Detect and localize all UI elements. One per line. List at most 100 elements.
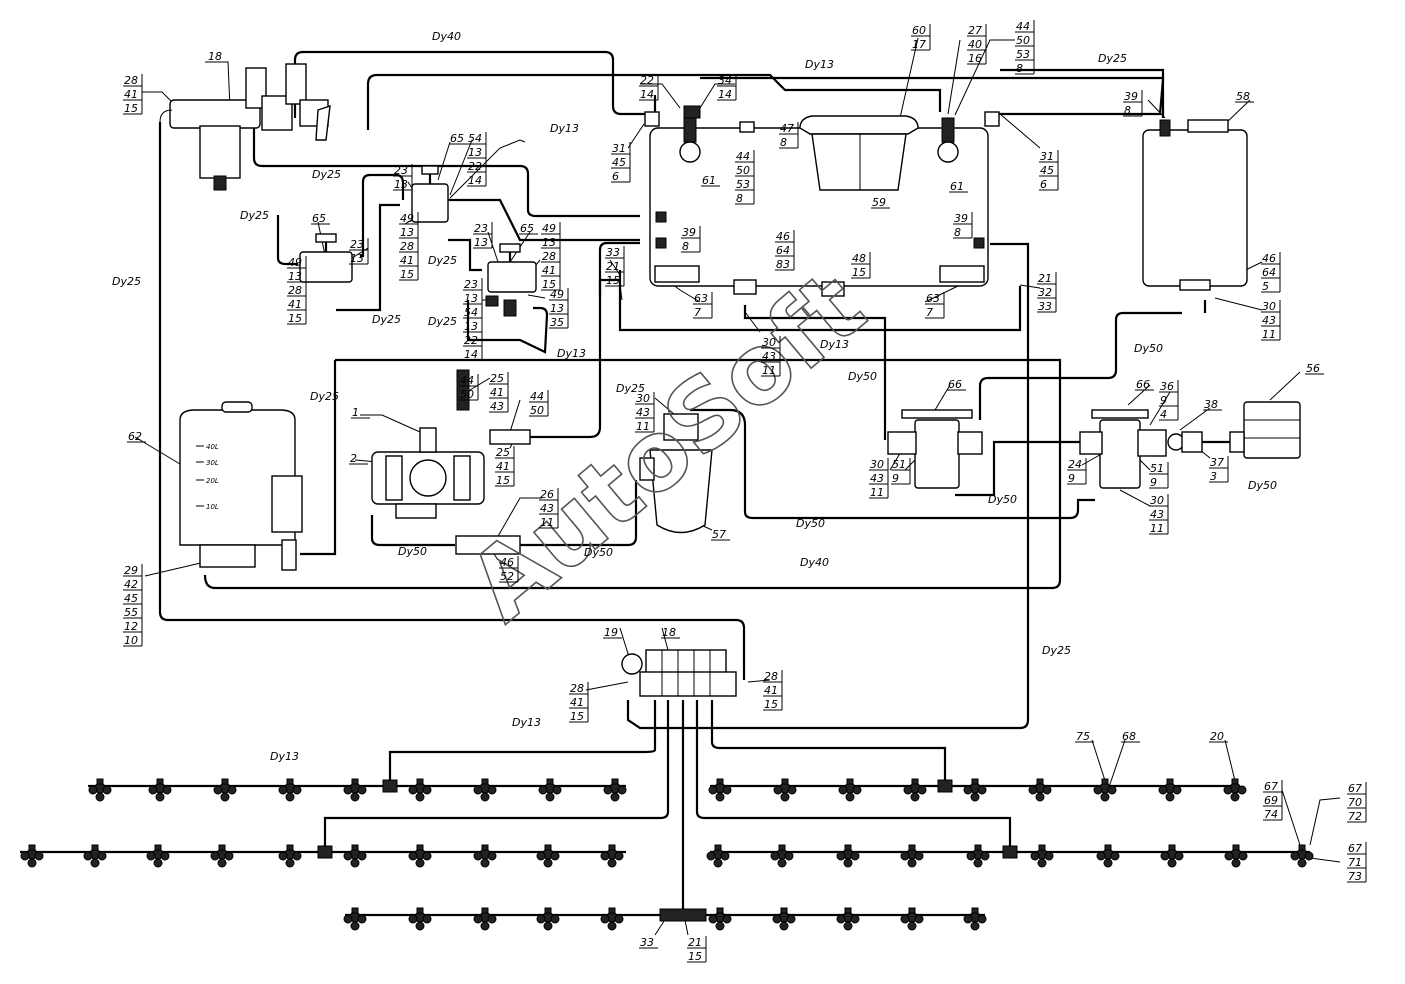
callout-number: 46 [500, 556, 514, 569]
callout-number: 52 [500, 570, 514, 583]
callout-number: 33 [640, 936, 654, 949]
callout-number: 30 [636, 392, 650, 405]
callout-number: 13 [550, 302, 564, 315]
callout-38: 38 [1203, 398, 1222, 411]
callout-number: 43 [540, 502, 554, 515]
callout-number: 11 [540, 516, 554, 529]
callout-number: 6 [1040, 178, 1047, 191]
callout-number: 10 [124, 634, 138, 647]
callout-number: 15 [542, 278, 556, 291]
callout-24-9: 249 [1067, 458, 1087, 485]
callout-number: 28 [570, 682, 584, 695]
callout-number: 8 [780, 136, 787, 149]
callout-number: 43 [1262, 314, 1276, 327]
nozzle-icon [963, 778, 987, 802]
callout-number: 11 [1150, 522, 1164, 535]
callout-number: 11 [1262, 328, 1276, 341]
fill-coupling [1229, 401, 1301, 459]
callout-number: 71 [1348, 856, 1362, 869]
callout-number: 49 [288, 256, 302, 269]
callout-number: 62 [128, 430, 142, 443]
nozzle-icon [343, 907, 367, 931]
callout-number: 33 [606, 246, 620, 259]
callout-number: 65 [520, 222, 534, 235]
callout-number: 14 [718, 88, 732, 101]
pipe-label: Dy25 [428, 254, 457, 267]
pipe-label: Dy50 [584, 546, 613, 559]
nozzle-icon [772, 907, 796, 931]
nozzle-icon [706, 844, 730, 868]
callout-number: 17 [912, 38, 926, 51]
pipe-label: Dy40 [800, 556, 829, 569]
callout-number: 8 [954, 226, 961, 239]
nozzle-icon [343, 778, 367, 802]
callout-number: 41 [288, 298, 302, 311]
callout-number: 30 [1262, 300, 1276, 313]
callout-63-7-a: 637 [693, 292, 713, 319]
pipe-label: Dy13 [820, 338, 849, 351]
callout-number: 83 [776, 258, 790, 271]
callout-number: 44 [736, 150, 750, 163]
callout-number: 43 [870, 472, 884, 485]
nozzle-icon [210, 844, 234, 868]
callout-number: 15 [688, 950, 702, 963]
callout-number: 50 [460, 388, 474, 401]
callout-number: 9 [1160, 394, 1167, 407]
nozzle-icon [473, 907, 497, 931]
callout-number: 13 [394, 178, 408, 191]
nozzle-icon [536, 907, 560, 931]
callout-number: 67 [1264, 780, 1278, 793]
callout-number: 20 [1210, 730, 1224, 743]
callout-number: 24 [1068, 458, 1082, 471]
callout-number: 49 [550, 288, 564, 301]
callout-number: 9 [892, 472, 899, 485]
callout-number: 31 [612, 142, 626, 155]
top-tee [683, 105, 701, 119]
callout-number: 9 [1150, 476, 1157, 489]
nozzle-icon [963, 907, 987, 931]
callout-number: 48 [852, 252, 866, 265]
callout-18-top: 18 [207, 50, 226, 63]
callout-number: 53 [1016, 48, 1030, 61]
callout-number: 67 [1348, 782, 1362, 795]
callout-number: 38 [1204, 398, 1218, 411]
callout-number: 21 [688, 936, 702, 949]
callout-number: 28 [764, 670, 778, 683]
callout-18-bot: 18 [661, 626, 680, 639]
callout-47-8: 478 [779, 122, 799, 149]
nozzle-icon [1160, 844, 1184, 868]
nozzle-icon [148, 778, 172, 802]
callout-number: 7 [694, 306, 701, 319]
clean-water-tank [1142, 119, 1248, 291]
callout-number: 25 [496, 446, 510, 459]
callout-number: 33 [1038, 300, 1052, 313]
callout-number: 18 [208, 50, 222, 63]
suction-filter-block [159, 63, 331, 191]
callout-number: 65 [450, 132, 464, 145]
callout-number: 35 [550, 316, 564, 329]
pipe-label: Dy50 [398, 545, 427, 558]
callout-number: 13 [400, 226, 414, 239]
nozzle-icon [600, 844, 624, 868]
callout-number: 13 [464, 320, 478, 333]
callout-number: 2 [350, 452, 357, 465]
callout-number: 30 [1150, 494, 1164, 507]
callout-58: 58 [1235, 90, 1254, 103]
callout-number: 28 [288, 284, 302, 297]
callout-number: 40 [968, 38, 982, 51]
callout-number: 75 [1076, 730, 1090, 743]
nozzle-icon [600, 907, 624, 931]
callout-20: 20 [1209, 730, 1228, 743]
